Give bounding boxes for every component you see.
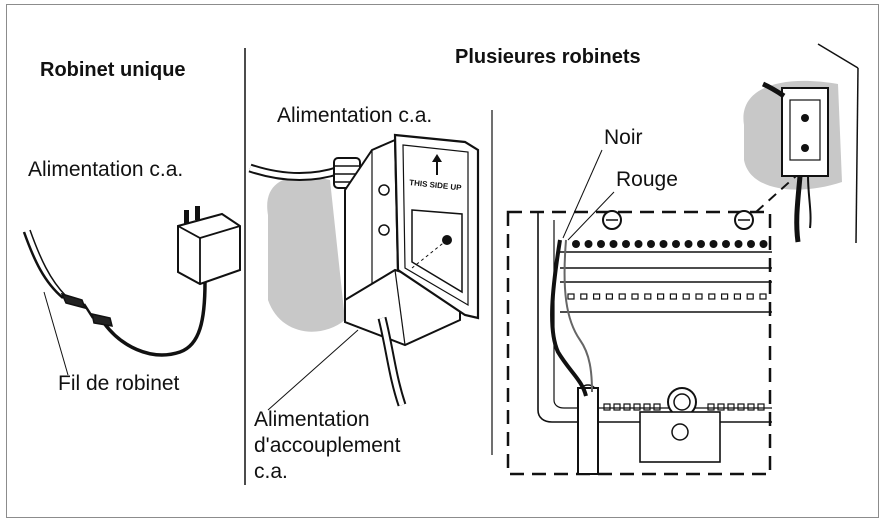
terminal-slot bbox=[708, 293, 716, 300]
board-tooth bbox=[613, 403, 621, 411]
board-tooth bbox=[643, 403, 651, 411]
label-ac-power-single: Alimentation c.a. bbox=[28, 158, 184, 181]
terminal-dot bbox=[634, 240, 643, 248]
terminal-slot bbox=[656, 293, 665, 300]
terminal-dot bbox=[597, 240, 605, 248]
label-coupling-line1: Alimentation bbox=[254, 408, 370, 431]
terminal-slot bbox=[682, 293, 690, 300]
terminal-dot bbox=[722, 240, 730, 248]
terminal-slot bbox=[605, 293, 614, 300]
terminal-dot bbox=[609, 240, 618, 248]
terminal-slot bbox=[695, 293, 703, 300]
terminal-slots bbox=[567, 293, 767, 300]
terminal-slot bbox=[644, 293, 652, 300]
wall-corner-illustration bbox=[743, 43, 859, 244]
terminal-dot bbox=[584, 240, 593, 248]
terminal-slot bbox=[669, 293, 678, 300]
header-single-faucet: Robinet unique bbox=[40, 59, 186, 81]
terminal-dot bbox=[747, 240, 755, 248]
label-coupling-line3: c.a. bbox=[254, 460, 288, 483]
board-tooth bbox=[603, 403, 611, 411]
board-tooth bbox=[717, 403, 725, 411]
board-tooth bbox=[633, 403, 641, 411]
terminal-dot bbox=[647, 240, 655, 248]
board-tooth bbox=[707, 403, 715, 411]
label-ac-power-multi: Alimentation c.a. bbox=[277, 104, 433, 127]
terminal-dot bbox=[672, 240, 680, 248]
terminal-slot bbox=[580, 293, 588, 300]
faucet-wire-illustration bbox=[22, 229, 114, 376]
terminal-slot bbox=[631, 293, 639, 300]
board-tooth bbox=[623, 403, 631, 411]
terminal-slot bbox=[592, 293, 601, 300]
board-tooth bbox=[737, 403, 745, 411]
board-tooth bbox=[757, 403, 765, 411]
board-tooth bbox=[653, 403, 661, 411]
board-tooth bbox=[727, 403, 735, 411]
terminal-dots bbox=[572, 240, 768, 248]
label-faucet-wire: Fil de robinet bbox=[58, 372, 180, 395]
terminal-dot bbox=[734, 240, 743, 248]
terminal-slot bbox=[567, 293, 575, 300]
label-black-wire: Noir bbox=[604, 126, 643, 149]
terminal-slot bbox=[746, 293, 754, 300]
terminal-slot bbox=[720, 293, 729, 300]
junction-box-illustration bbox=[248, 133, 480, 411]
terminal-dot bbox=[622, 240, 630, 248]
controller-board-illustration bbox=[506, 149, 797, 476]
terminal-dot bbox=[572, 240, 580, 248]
terminal-dot bbox=[709, 240, 718, 248]
ac-adapter-illustration bbox=[102, 206, 241, 357]
board-teeth bbox=[603, 403, 765, 411]
header-multiple-faucets: Plusieures robinets bbox=[455, 46, 641, 68]
terminal-slot bbox=[733, 293, 742, 300]
label-red-wire: Rouge bbox=[616, 168, 678, 191]
board-tooth bbox=[747, 403, 755, 411]
terminal-dot bbox=[659, 240, 668, 248]
label-coupling-line2: d'accouplement bbox=[254, 434, 401, 457]
terminal-slot bbox=[759, 293, 767, 300]
terminal-dot bbox=[759, 240, 768, 248]
terminal-slot bbox=[618, 293, 626, 300]
terminal-dot bbox=[684, 240, 693, 248]
terminal-dot bbox=[697, 240, 705, 248]
